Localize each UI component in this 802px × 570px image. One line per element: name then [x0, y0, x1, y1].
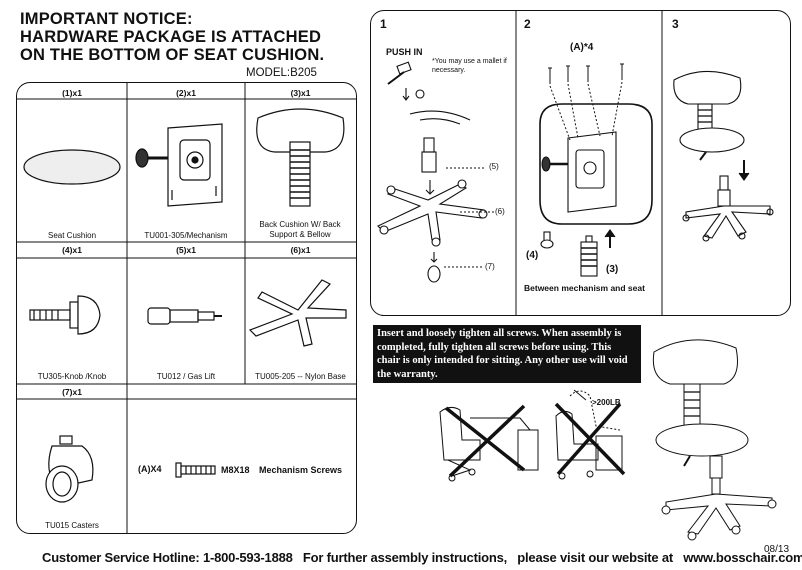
seat-cushion-drawing: [23, 149, 121, 185]
step2-caption: Between mechanism and seat: [524, 283, 645, 293]
mechanism-drawing: [135, 123, 223, 207]
screws-qty: (A)X4: [138, 464, 162, 474]
no-standing-on-chair-illustration: [554, 389, 626, 480]
notice-line-1: IMPORTANT NOTICE:: [20, 10, 193, 28]
screws-name: Mechanism Screws: [259, 465, 343, 475]
part4-qty: (4)x1: [62, 245, 82, 255]
part5-name: TU012 / Gas Lift: [156, 372, 216, 381]
step2-number: 2: [524, 17, 531, 31]
part2-qty: (2)x1: [176, 88, 196, 98]
step3-number: 3: [672, 17, 679, 31]
caster-drawing: [45, 435, 94, 503]
push-in-label: PUSH IN: [386, 47, 423, 57]
weight-limit-label: >200LB: [592, 398, 621, 407]
part5-qty: (5)x1: [176, 245, 196, 255]
print-date: 08/13: [764, 544, 790, 555]
knob-drawing: [29, 295, 101, 335]
step1-callout-6: (6): [495, 207, 505, 216]
part6-name: TU005-205 -- Nylon Base: [255, 372, 346, 381]
mallet-note: *You may use a mallet if necessary.: [432, 58, 507, 74]
screws-callout: (A)*4: [570, 42, 594, 53]
footer-text: Customer Service Hotline: 1-800-593-1888…: [42, 550, 802, 565]
step1-callout-5: (5): [489, 162, 499, 171]
gas-lift-drawing: [147, 307, 222, 325]
part4-name: TU305-Knob /Knob: [37, 372, 107, 381]
steps-panel: [370, 10, 791, 316]
part1-qty: (1)x1: [62, 88, 82, 98]
no-feet-on-chair-illustration: [439, 404, 539, 482]
step1-number: 1: [380, 17, 387, 31]
parts-panel: [16, 82, 357, 534]
step2-callout-3: (3): [606, 264, 619, 275]
part2-name: TU001-305/Mechanism: [144, 231, 228, 240]
model-number: MODEL:B205: [246, 67, 317, 79]
notice-line-2: HARDWARE PACKAGE IS ATTACHED: [20, 28, 322, 46]
warning-text: Insert and loosely tighten all screws. W…: [373, 325, 641, 384]
assembled-chair-illustration: [652, 339, 777, 541]
notice-line-3: ON THE BOTTOM OF SEAT CUSHION.: [20, 46, 325, 64]
step2-callout-4: (4): [526, 250, 539, 261]
screw-icons: [548, 63, 624, 141]
part7-qty: (7)x1: [62, 387, 82, 397]
back-cushion-drawing: [256, 108, 345, 207]
part7-name: TU015 Casters: [45, 521, 99, 530]
step1-callout-7: (7): [485, 262, 495, 271]
part6-qty: (6)x1: [290, 245, 311, 255]
screws-spec: M8X18: [221, 465, 250, 475]
nylon-base-drawing: [248, 279, 347, 347]
screw-drawing: [175, 462, 216, 478]
part3-name: Back Cushion W/ Back Support & Bellow: [259, 220, 341, 239]
mallet-icon: [387, 61, 412, 85]
part3-qty: (3)x1: [290, 88, 311, 98]
part1-name: Seat Cushion: [47, 231, 97, 240]
